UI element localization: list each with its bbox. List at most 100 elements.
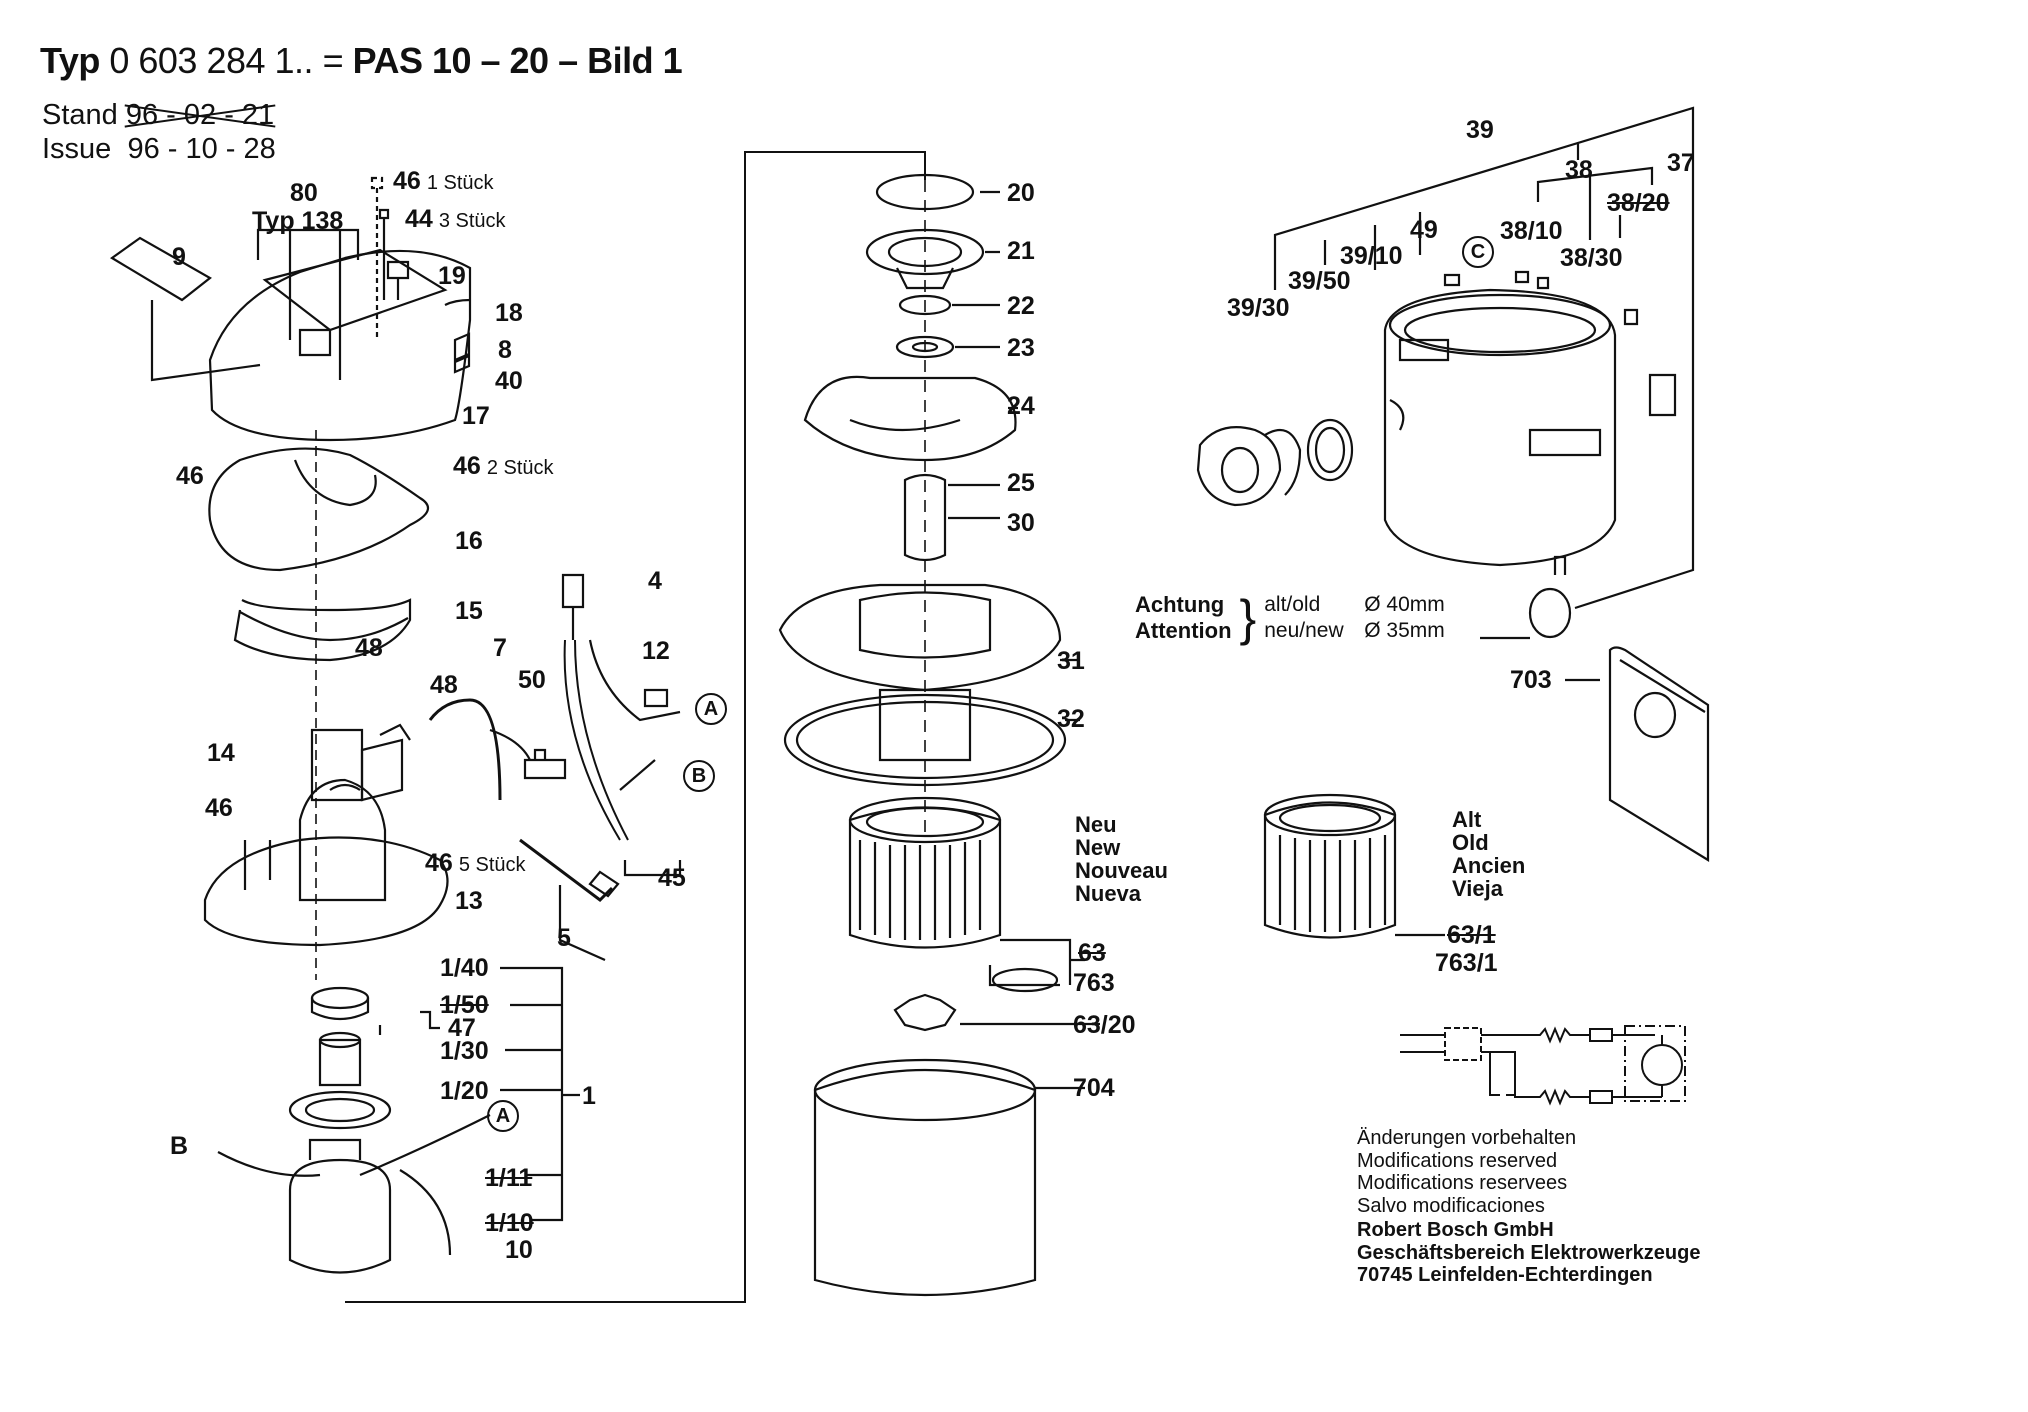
issue-row: Issue 96 - 10 - 28 <box>42 132 276 166</box>
attention-new-text: neu/new <box>1264 619 1344 642</box>
shell-16-art <box>208 447 430 572</box>
part-label-38-30: 38/30 <box>1560 244 1623 272</box>
part-label-63-1-struck: 63/1 <box>1447 921 1496 949</box>
filter-old-es: Vieja <box>1452 876 1503 901</box>
part-label-38-20-struck: 38/20 <box>1607 189 1670 217</box>
part-label-19: 19 <box>438 262 466 290</box>
connector-c-marker: C <box>1462 236 1494 268</box>
footer-line-en: Modifications reserved <box>1357 1149 1558 1172</box>
part-label-46-left: 46 <box>176 462 204 490</box>
title-part-number: 0 603 284 1.. <box>109 40 314 81</box>
part-label-20: 20 <box>1007 179 1035 207</box>
part-label-31: 31 <box>1057 647 1085 675</box>
part-label-46-c: 46 <box>205 794 233 822</box>
ring-15-art <box>233 598 412 662</box>
knob-19 <box>386 260 410 300</box>
part-label-30: 30 <box>1007 509 1035 537</box>
footer-line-es: Salvo modificaciones <box>1357 1194 1545 1217</box>
footer-company: Robert Bosch GmbH <box>1357 1219 1554 1241</box>
attention-label-de: Achtung <box>1135 592 1225 617</box>
connector-a-marker: A <box>695 693 727 725</box>
part-label-9: 9 <box>172 243 186 271</box>
part-label-63-struck: 63 <box>1078 939 1106 967</box>
group-1-bracket <box>500 966 580 1222</box>
title-model: PAS 10 – 20 – Bild 1 <box>352 40 683 81</box>
old-filter-art <box>1263 793 1445 939</box>
footer-line-fr: Modifications reservees <box>1357 1172 1568 1194</box>
footer-division: Geschäftsbereich Elektrowerkzeuge <box>1357 1241 1701 1264</box>
page-title: Typ 0 603 284 1.. = PAS 10 – 20 – Bild 1 <box>40 40 683 82</box>
stand-date-struck: 96 - 02 - 21 <box>125 99 275 131</box>
filter-old-de: Alt <box>1452 807 1482 832</box>
issue-date: 96 - 10 - 28 <box>127 133 276 165</box>
attention-old-text: alt/old <box>1264 593 1321 616</box>
part-label-703: 703 <box>1510 666 1552 694</box>
filter-old-fr: Ancien <box>1452 853 1526 878</box>
brace-icon: } <box>1239 590 1257 646</box>
leader-80 <box>256 228 360 380</box>
part-label-39-group: 39 <box>1466 116 1494 144</box>
part-label-18: 18 <box>495 299 523 327</box>
part-label-40: 40 <box>495 367 523 395</box>
footer-address: 70745 Leinfelden-Echterdingen <box>1357 1264 1653 1286</box>
bracket-39 <box>1273 106 1695 610</box>
part-label-37: 37 <box>1667 149 1695 177</box>
part-label-4: 4 <box>648 567 662 595</box>
part-label-32: 32 <box>1057 705 1085 733</box>
part-label-21: 21 <box>1007 237 1035 265</box>
part-label-45: 45 <box>658 864 686 892</box>
attention-old-size: Ø 40mm <box>1364 593 1445 616</box>
part-label-1-assembly: 1 <box>582 1082 596 1110</box>
filter-new-labels: Neu New Nouveau Nueva <box>1075 813 1168 905</box>
container-art <box>1196 270 1677 639</box>
part-label-38-group: 38 <box>1565 156 1593 184</box>
part-label-10: 10 <box>505 1236 533 1264</box>
part-label-7: 7 <box>493 634 507 662</box>
part-label-1-10-struck: 1/10 <box>485 1209 534 1237</box>
filter-old-labels: Alt Old Ancien Vieja <box>1452 808 1525 900</box>
bracket-45 <box>623 860 682 877</box>
motor-group-art <box>217 986 491 1274</box>
part-label-763: 763 <box>1073 969 1115 997</box>
filter-new-fr: Nouveau <box>1075 858 1168 883</box>
part-label-48-b: 48 <box>430 671 458 699</box>
title-prefix: Typ <box>40 40 100 81</box>
part-label-14: 14 <box>207 739 235 767</box>
part-label-38-10: 38/10 <box>1500 217 1563 245</box>
part-label-49: 49 <box>1410 216 1438 244</box>
footer-disclaimer: Änderungen vorbehalten Modifications res… <box>1357 1127 1700 1287</box>
part-label-16: 16 <box>455 527 483 555</box>
part-label-24: 24 <box>1007 392 1035 420</box>
part-label-17: 17 <box>462 402 490 430</box>
base-13-art <box>203 778 449 947</box>
stand-label: Stand <box>42 99 118 131</box>
filter-new-es: Nueva <box>1075 881 1142 906</box>
part-label-22: 22 <box>1007 292 1035 320</box>
title-equals: = <box>322 40 344 81</box>
part-label-1-11-struck: 1/11 <box>485 1164 533 1192</box>
dust-bag-703-art <box>1565 646 1710 862</box>
part-label-1-50-struck: 1/50 <box>440 991 489 1019</box>
part-label-13: 13 <box>455 887 483 915</box>
part-label-1-20: 1/20 <box>440 1077 489 1105</box>
part-label-12: 12 <box>642 637 670 665</box>
part-label-48: 48 <box>355 634 383 662</box>
plate-8 <box>453 332 471 374</box>
part-label-50: 50 <box>518 666 546 694</box>
circuit-diagram-art <box>1400 1025 1686 1106</box>
screw-46-top <box>370 176 384 340</box>
bracket-38 <box>1536 166 1654 240</box>
filter-new-en: New <box>1075 835 1121 860</box>
part-label-25: 25 <box>1007 469 1035 497</box>
part-label-39-10: 39/10 <box>1340 242 1403 270</box>
connector-a-marker-motor: A <box>487 1100 519 1132</box>
part-label-5: 5 <box>557 924 571 952</box>
hood-17-art <box>208 248 472 442</box>
part-label-63-20: 63/20 <box>1073 1011 1136 1039</box>
part-label-80: 80 <box>290 179 318 207</box>
